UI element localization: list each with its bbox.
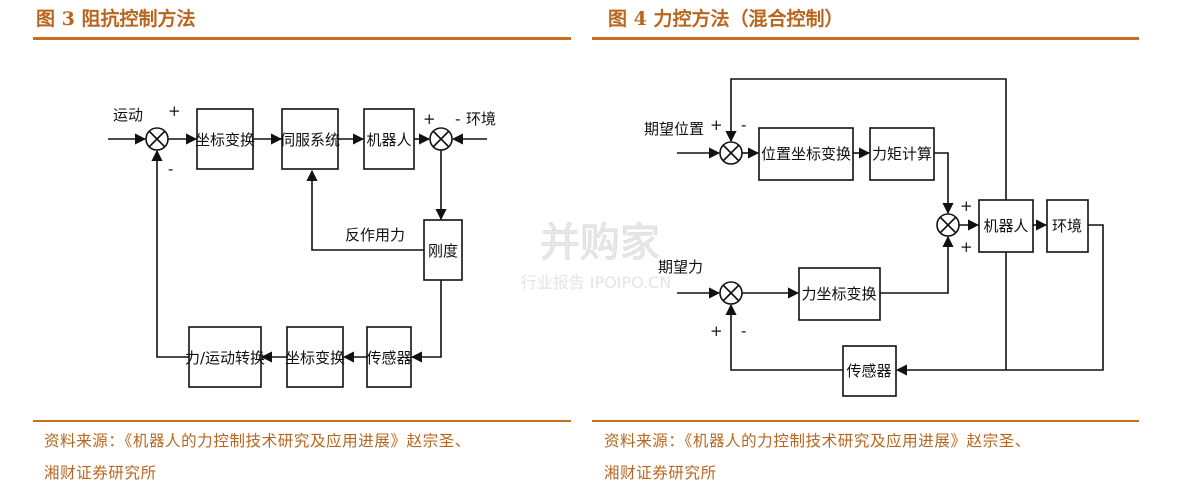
fig4-sign-plus-a: + (710, 116, 723, 134)
fig3-source-line1: 资料来源：《机器人的力控制技术研究及应用进展》赵宗圣、 (44, 432, 471, 450)
fig3-sign-plus1: + (168, 102, 181, 120)
fig3-label-motion: 运动 (113, 106, 143, 124)
fig4-sign-plus-b1: + (960, 197, 973, 215)
fig3-diagram (108, 108, 487, 388)
fig4-label-torque: 力矩计算 (872, 145, 932, 163)
fig4-sign-plus-c: + (710, 322, 723, 340)
fig4-sign-plus-b2: + (960, 238, 973, 256)
fig3-label-coord2: 坐标变换 (285, 349, 345, 367)
fig3-label-servo: 伺服系统 (280, 131, 340, 149)
fig3-label-coord1: 坐标变换 (195, 131, 255, 149)
fig4-label-desired-pos: 期望位置 (644, 120, 704, 138)
fig4-texts: 位置坐标变换 力矩计算 机器人 环境 力坐标变换 传感器 期望位置 期望力 + … (644, 116, 1082, 380)
fig3-sum-junction-1 (145, 127, 169, 151)
fig4-sum-junction-force (719, 281, 743, 305)
fig3-sign-minus1: - (168, 160, 173, 178)
fig3-label-reaction: 反作用力 (345, 226, 405, 244)
watermark-sub: 行业报告 IPOIPO.CN (521, 273, 672, 292)
fig4-label-desired-force: 期望力 (658, 258, 703, 276)
fig4-top-rule (592, 37, 1139, 40)
fig3-label-robot: 机器人 (366, 131, 411, 149)
fig4-source-line2: 湘财证券研究所 (604, 464, 717, 482)
fig4-source-line1: 资料来源：《机器人的力控制技术研究及应用进展》赵宗圣、 (604, 432, 1031, 450)
fig4-label-env: 环境 (1052, 217, 1082, 235)
fig4-bottom-rule (592, 420, 1139, 422)
fig3-label-env: 环境 (466, 110, 496, 128)
fig4-label-forcecoord: 力坐标变换 (801, 285, 876, 303)
fig3-label-sensor: 传感器 (366, 349, 411, 367)
fig3-title: 图 3 阻抗控制方法 (36, 8, 196, 30)
fig4-sum-junction-position (719, 141, 743, 165)
fig3-source-line2: 湘财证券研究所 (44, 464, 157, 482)
fig3-sum-junction-2 (429, 127, 453, 151)
fig4-label-robot: 机器人 (983, 217, 1028, 235)
fig4-label-poscoord: 位置坐标变换 (761, 145, 851, 163)
fig3-sign-plus2: + (423, 110, 436, 128)
fig3-bottom-rule (33, 420, 571, 422)
fig4-sign-minus-a: - (741, 116, 746, 134)
fig3-label-stiffness: 刚度 (428, 242, 458, 260)
fig4-diagram (677, 78, 1104, 397)
fig3-label-convert: 力/运动转换 (185, 349, 265, 367)
fig4-title: 图 4 力控方法（混合控制） (608, 8, 844, 30)
watermark: 并购家 行业报告 IPOIPO.CN (521, 220, 672, 292)
fig4-label-sensor: 传感器 (846, 362, 891, 380)
fig3-sign-minus2: - (455, 110, 460, 128)
fig4-sum-junction-combine (936, 213, 960, 237)
fig3-top-rule (33, 37, 571, 40)
fig4-sign-minus-c: - (741, 322, 746, 340)
watermark-main: 并购家 (540, 220, 660, 266)
fig3-texts: 坐标变换 伺服系统 机器人 刚度 传感器 坐标变换 力/运动转换 运动 环境 反… (113, 102, 496, 367)
